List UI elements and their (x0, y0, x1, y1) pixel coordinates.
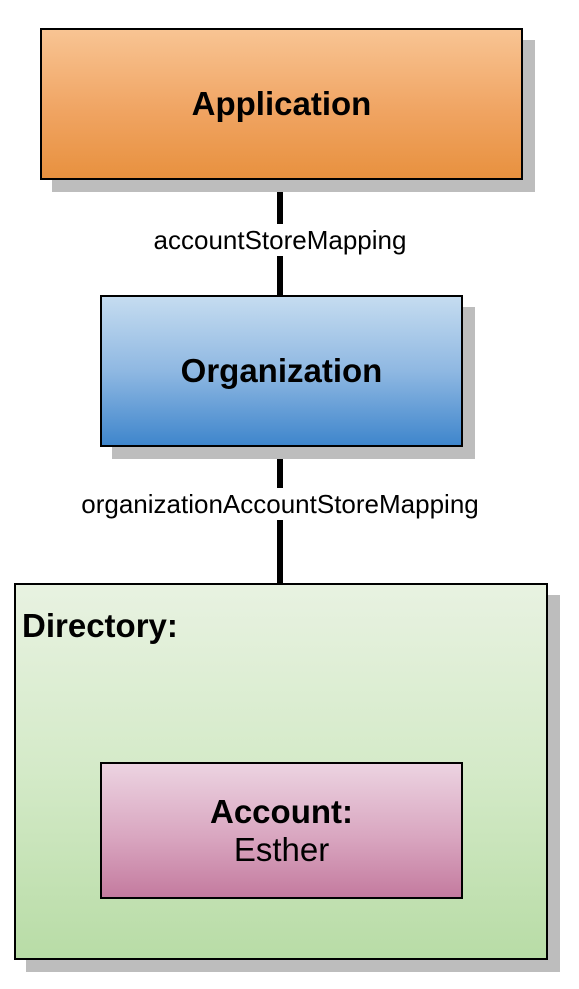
application-node[interactable]: Application (40, 28, 523, 180)
organization-title: Organization (180, 352, 383, 389)
account-title: Account: (210, 792, 353, 830)
application-title: Application (191, 85, 372, 122)
directory-title: Directory: (22, 607, 178, 644)
edge-label-organization-account-store-mapping: organizationAccountStoreMapping (79, 488, 481, 520)
organization-node[interactable]: Organization (100, 295, 463, 447)
account-name: Esther (233, 830, 330, 868)
edge-label-account-store-mapping: accountStoreMapping (151, 224, 409, 256)
account-node[interactable]: Account: Esther (100, 762, 463, 899)
